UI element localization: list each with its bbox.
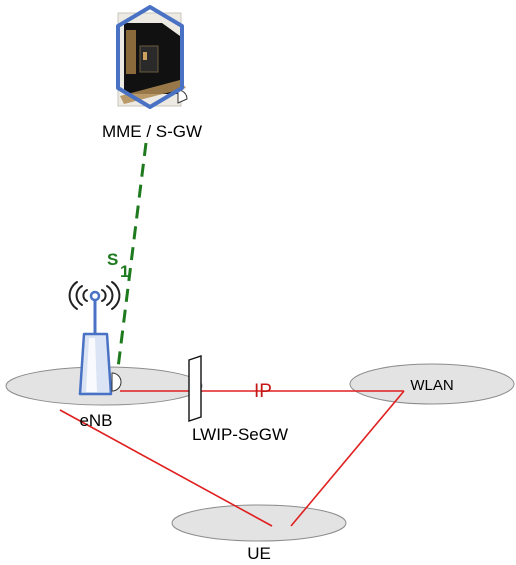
wlan-cell-ellipse: [349, 363, 515, 405]
link-enb-ue: [59, 409, 273, 527]
mme-label: MME / S-GW: [102, 122, 202, 141]
enb-label: eNB: [79, 411, 112, 430]
server-icon: [116, 5, 188, 109]
ue-cell-ellipse: [171, 504, 347, 542]
antenna-icon: [68, 281, 122, 396]
ue-label: UE: [247, 544, 271, 563]
ip-label: IP: [254, 381, 272, 402]
lwip-segw-label: LWIP-SeGW: [192, 425, 288, 444]
gateway-icon: [188, 355, 202, 422]
s1-interface-label-s: S: [107, 250, 118, 269]
s1-link: [116, 142, 148, 369]
ip-links: [59, 390, 405, 527]
link-wlan-ue: [290, 390, 405, 527]
wlan-label: WLAN: [410, 377, 453, 394]
s1-interface-label-1: 1: [120, 262, 129, 281]
radio-waves-icon: [68, 281, 121, 310]
